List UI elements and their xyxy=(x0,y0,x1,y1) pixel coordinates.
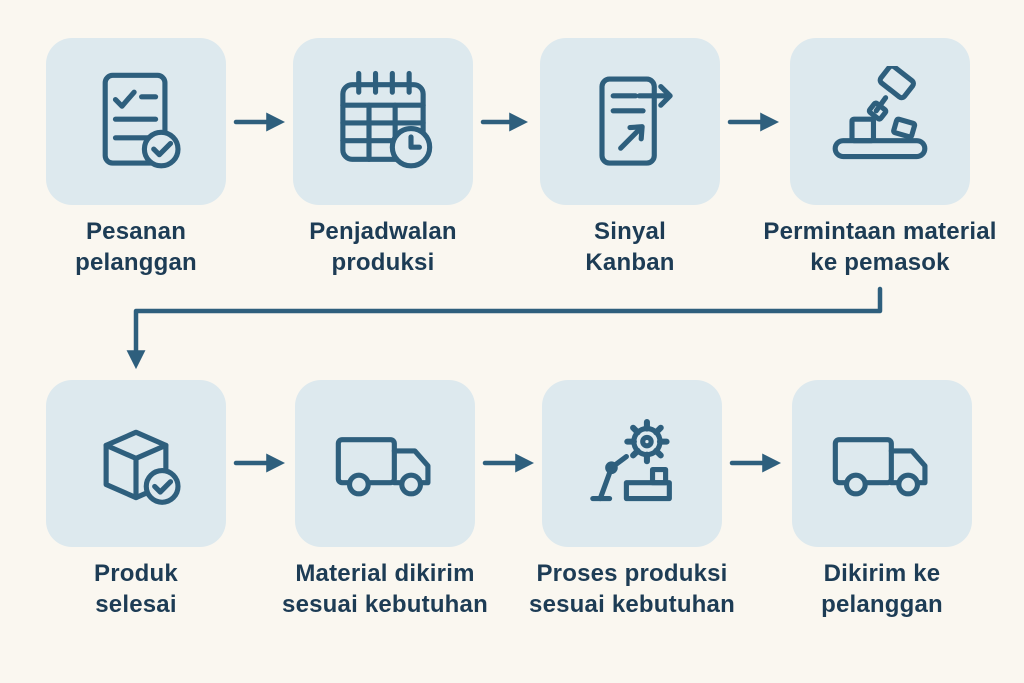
delivery-truck-icon xyxy=(335,436,431,496)
node-permintaan-material: Permintaan material ke pemasok xyxy=(763,38,996,276)
label-line-1: Permintaan material xyxy=(763,218,997,245)
label-line-2: pelanggan xyxy=(75,249,197,276)
label-line-2: sesuai kebutuhan xyxy=(282,591,488,618)
node-label: Penjadwalan produksi xyxy=(228,216,538,278)
node-label: Proses produksi sesuai kebutuhan xyxy=(477,558,787,620)
produk-selesai-tile xyxy=(46,380,226,547)
label-line-2: Kanban xyxy=(585,249,675,276)
permintaan-material-tile xyxy=(790,38,970,205)
node-label: Material dikirim sesuai kebutuhan xyxy=(230,558,540,620)
node-label: Pesanan pelanggan xyxy=(0,216,291,278)
calendar-clock-icon xyxy=(340,70,433,168)
document-check-icon xyxy=(102,72,181,168)
document-send-icon xyxy=(599,76,673,166)
node-penjadwalan-produksi: Penjadwalan produksi xyxy=(293,38,473,276)
node-sinyal-kanban: Sinyal Kanban xyxy=(540,38,720,276)
dikirim-ke-pelanggan-tile xyxy=(792,380,972,547)
node-label: Produk selesai xyxy=(0,558,291,620)
gear-robot-arm-icon xyxy=(590,418,672,501)
sinyal-kanban-tile xyxy=(540,38,720,205)
label-line-2: ke pemasok xyxy=(810,249,950,276)
label-line-1: Dikirim ke xyxy=(823,560,941,587)
label-line-1: Produk xyxy=(94,560,178,587)
node-dikirim-ke-pelanggan: Dikirim ke pelanggan xyxy=(792,380,972,618)
material-dikirim-tile xyxy=(295,380,475,547)
robot-arm-conveyor-icon xyxy=(832,65,928,159)
delivery-truck-icon xyxy=(832,436,928,496)
node-label: Sinyal Kanban xyxy=(475,216,785,278)
label-line-2: selesai xyxy=(95,591,177,618)
node-material-dikirim: Material dikirim sesuai kebutuhan xyxy=(282,380,488,618)
label-line-1: Penjadwalan xyxy=(309,218,457,245)
label-line-1: Pesanan xyxy=(85,218,187,245)
label-line-1: Material dikirim xyxy=(295,560,475,587)
node-pesanan-pelanggan: Pesanan pelanggan xyxy=(46,38,226,276)
node-label: Permintaan material ke pemasok xyxy=(725,216,1024,278)
label-line-2: sesuai kebutuhan xyxy=(529,591,735,618)
pesanan-pelanggan-tile xyxy=(46,38,226,205)
label-line-2: produksi xyxy=(331,249,435,276)
label-line-1: Proses produksi xyxy=(536,560,728,587)
proses-produksi-tile xyxy=(542,380,722,547)
node-produk-selesai: Produk selesai xyxy=(46,380,226,618)
label-line-2: pelanggan xyxy=(821,591,943,618)
node-proses-produksi: Proses produksi sesuai kebutuhan xyxy=(529,380,735,618)
penjadwalan-produksi-tile xyxy=(293,38,473,205)
node-label: Dikirim ke pelanggan xyxy=(727,558,1024,620)
arrow-permintaan-to-produk-elbow xyxy=(126,286,883,370)
box-check-icon xyxy=(103,429,181,505)
label-line-1: Sinyal xyxy=(594,218,666,245)
